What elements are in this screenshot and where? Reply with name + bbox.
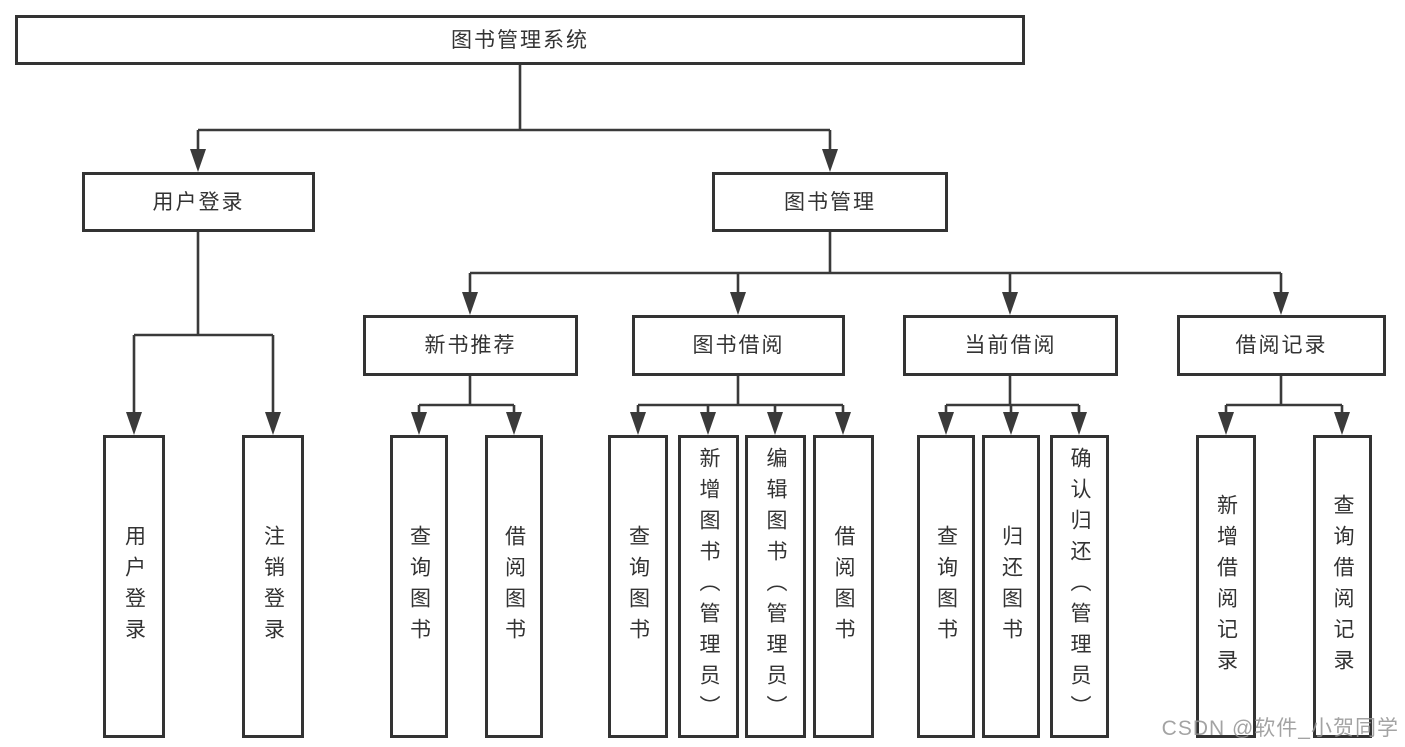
node-book-management-branch: 图书管理 <box>712 172 948 232</box>
leaf-return-book: 归还图书 <box>982 435 1040 738</box>
leaf-borrow-books: 借阅图书 <box>813 435 874 738</box>
leaf-add-borrow-record: 新增借阅记录 <box>1196 435 1256 738</box>
leaf-user-login: 用户登录 <box>103 435 165 738</box>
node-user-login-branch: 用户登录 <box>82 172 315 232</box>
node-borrow-records: 借阅记录 <box>1177 315 1386 376</box>
leaf-confirm-return-admin: 确认归还（管理员） <box>1050 435 1109 738</box>
leaf-add-book-admin: 新增图书（管理员） <box>678 435 739 738</box>
leaf-edit-book-admin: 编辑图书（管理员） <box>745 435 806 738</box>
arrowheads <box>126 149 1350 435</box>
node-book-borrow: 图书借阅 <box>632 315 845 376</box>
node-new-book-recommend: 新书推荐 <box>363 315 578 376</box>
node-book-management-system: 图书管理系统 <box>15 15 1025 65</box>
leaf-borrow-books-recommend: 借阅图书 <box>485 435 543 738</box>
leaf-query-borrow-record: 查询借阅记录 <box>1313 435 1372 738</box>
leaf-query-books-recommend: 查询图书 <box>390 435 448 738</box>
node-current-borrow: 当前借阅 <box>903 315 1118 376</box>
leaf-query-books-current: 查询图书 <box>917 435 975 738</box>
leaf-logout: 注销登录 <box>242 435 304 738</box>
leaf-query-books-borrow: 查询图书 <box>608 435 668 738</box>
